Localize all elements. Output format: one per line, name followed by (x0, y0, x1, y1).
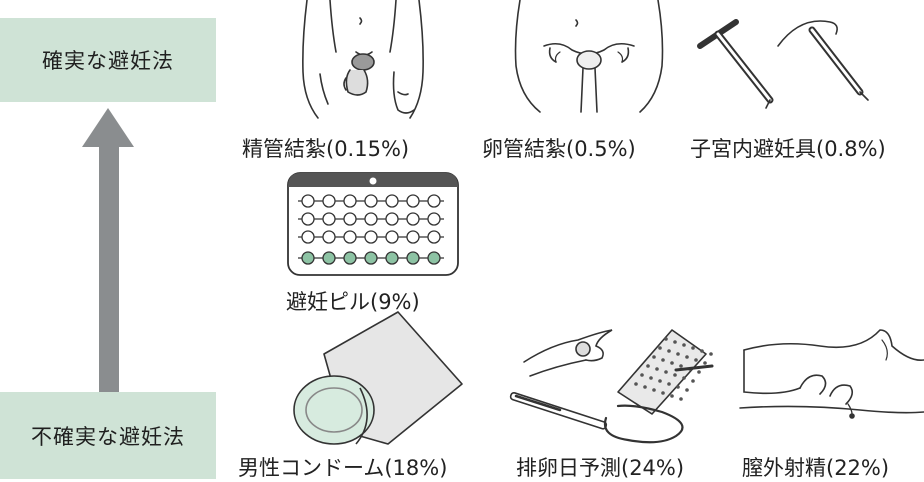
withdrawal-label: 膣外射精(22%) (742, 456, 890, 480)
chart-dot (661, 391, 665, 395)
chart-dot (652, 388, 656, 392)
chart-dot (667, 349, 671, 353)
chart-dot (685, 355, 689, 359)
pill-dot (406, 212, 420, 226)
chart-dot (703, 361, 707, 365)
chart-dot (697, 370, 701, 374)
chart-dot (640, 373, 644, 377)
pill-dot (301, 230, 315, 244)
chart-dot (676, 352, 680, 356)
pill-dot (301, 251, 315, 265)
chart-dot (673, 340, 677, 344)
pill-dot (427, 230, 441, 244)
pill-dot (322, 251, 336, 265)
condom-label: 男性コンドーム(18%) (238, 456, 448, 480)
chart-dot (643, 385, 647, 389)
pill-label: 避妊ピル(9%) (286, 290, 420, 314)
pill-dot (427, 212, 441, 226)
pill-dot (343, 251, 357, 265)
pill-pack-icon (287, 172, 459, 276)
chart-dot (634, 382, 638, 386)
up-arrow-icon (82, 108, 134, 392)
withdrawal-icon (739, 329, 924, 419)
ovulation-prediction-label: 排卵日予測(24%) (516, 456, 685, 480)
pill-dot (427, 251, 441, 265)
condom-packet-icon (293, 311, 463, 445)
pill-dot (343, 194, 357, 208)
chart-dot (682, 343, 686, 347)
pill-dot (406, 251, 420, 265)
pill-dot (385, 194, 399, 208)
chart-dot (670, 394, 674, 398)
pill-dot (385, 212, 399, 226)
vasectomy-label: 精管結紮(0.15%) (242, 137, 410, 161)
chart-dot (646, 364, 650, 368)
chart-dot (658, 346, 662, 350)
pill-dot (322, 194, 336, 208)
pill-dot (406, 194, 420, 208)
chart-dot (685, 388, 689, 392)
pill-dot (364, 212, 378, 226)
chart-dot (655, 367, 659, 371)
chart-dot (667, 382, 671, 386)
vasectomy-male-body-icon (302, 0, 424, 119)
chart-dot (664, 370, 668, 374)
iud-device-icon (697, 19, 869, 109)
pill-dot (385, 230, 399, 244)
chart-dot (658, 379, 662, 383)
pill-dot (406, 230, 420, 244)
unreliable-methods-badge: 不確実な避妊法 (0, 392, 216, 479)
reliable-methods-label: 確実な避妊法 (42, 49, 174, 73)
reliable-methods-badge: 確実な避妊法 (0, 18, 216, 102)
pill-dot (385, 251, 399, 265)
tubal-ligation-female-body-icon (514, 0, 664, 113)
chart-dot (694, 358, 698, 362)
pill-dot (364, 230, 378, 244)
iud-label: 子宮内避妊具(0.8%) (690, 137, 886, 161)
chart-dot (673, 373, 677, 377)
chart-dot (679, 364, 683, 368)
chart-dot (652, 355, 656, 359)
unreliable-methods-label: 不確実な避妊法 (31, 424, 185, 449)
pill-dot (322, 230, 336, 244)
chart-dot (691, 346, 695, 350)
pill-dot (343, 230, 357, 244)
chart-dot (682, 376, 686, 380)
chart-dot (649, 376, 653, 380)
chart-dot (700, 349, 704, 353)
chart-dot (664, 337, 668, 341)
chart-dot (670, 361, 674, 365)
pill-dot (427, 194, 441, 208)
chart-dot (709, 352, 713, 356)
chart-dot (676, 385, 680, 389)
chart-dot (691, 379, 695, 383)
tubal-ligation-label: 卵管結紮(0.5%) (482, 137, 636, 161)
pill-dot (322, 212, 336, 226)
thermometer-calendar-icon (509, 329, 714, 444)
pill-dot (301, 212, 315, 226)
pill-dot (343, 212, 357, 226)
chart-dot (661, 358, 665, 362)
pill-dot (364, 194, 378, 208)
pill-dot (364, 251, 378, 265)
pill-dot (301, 194, 315, 208)
chart-dot (679, 397, 683, 401)
